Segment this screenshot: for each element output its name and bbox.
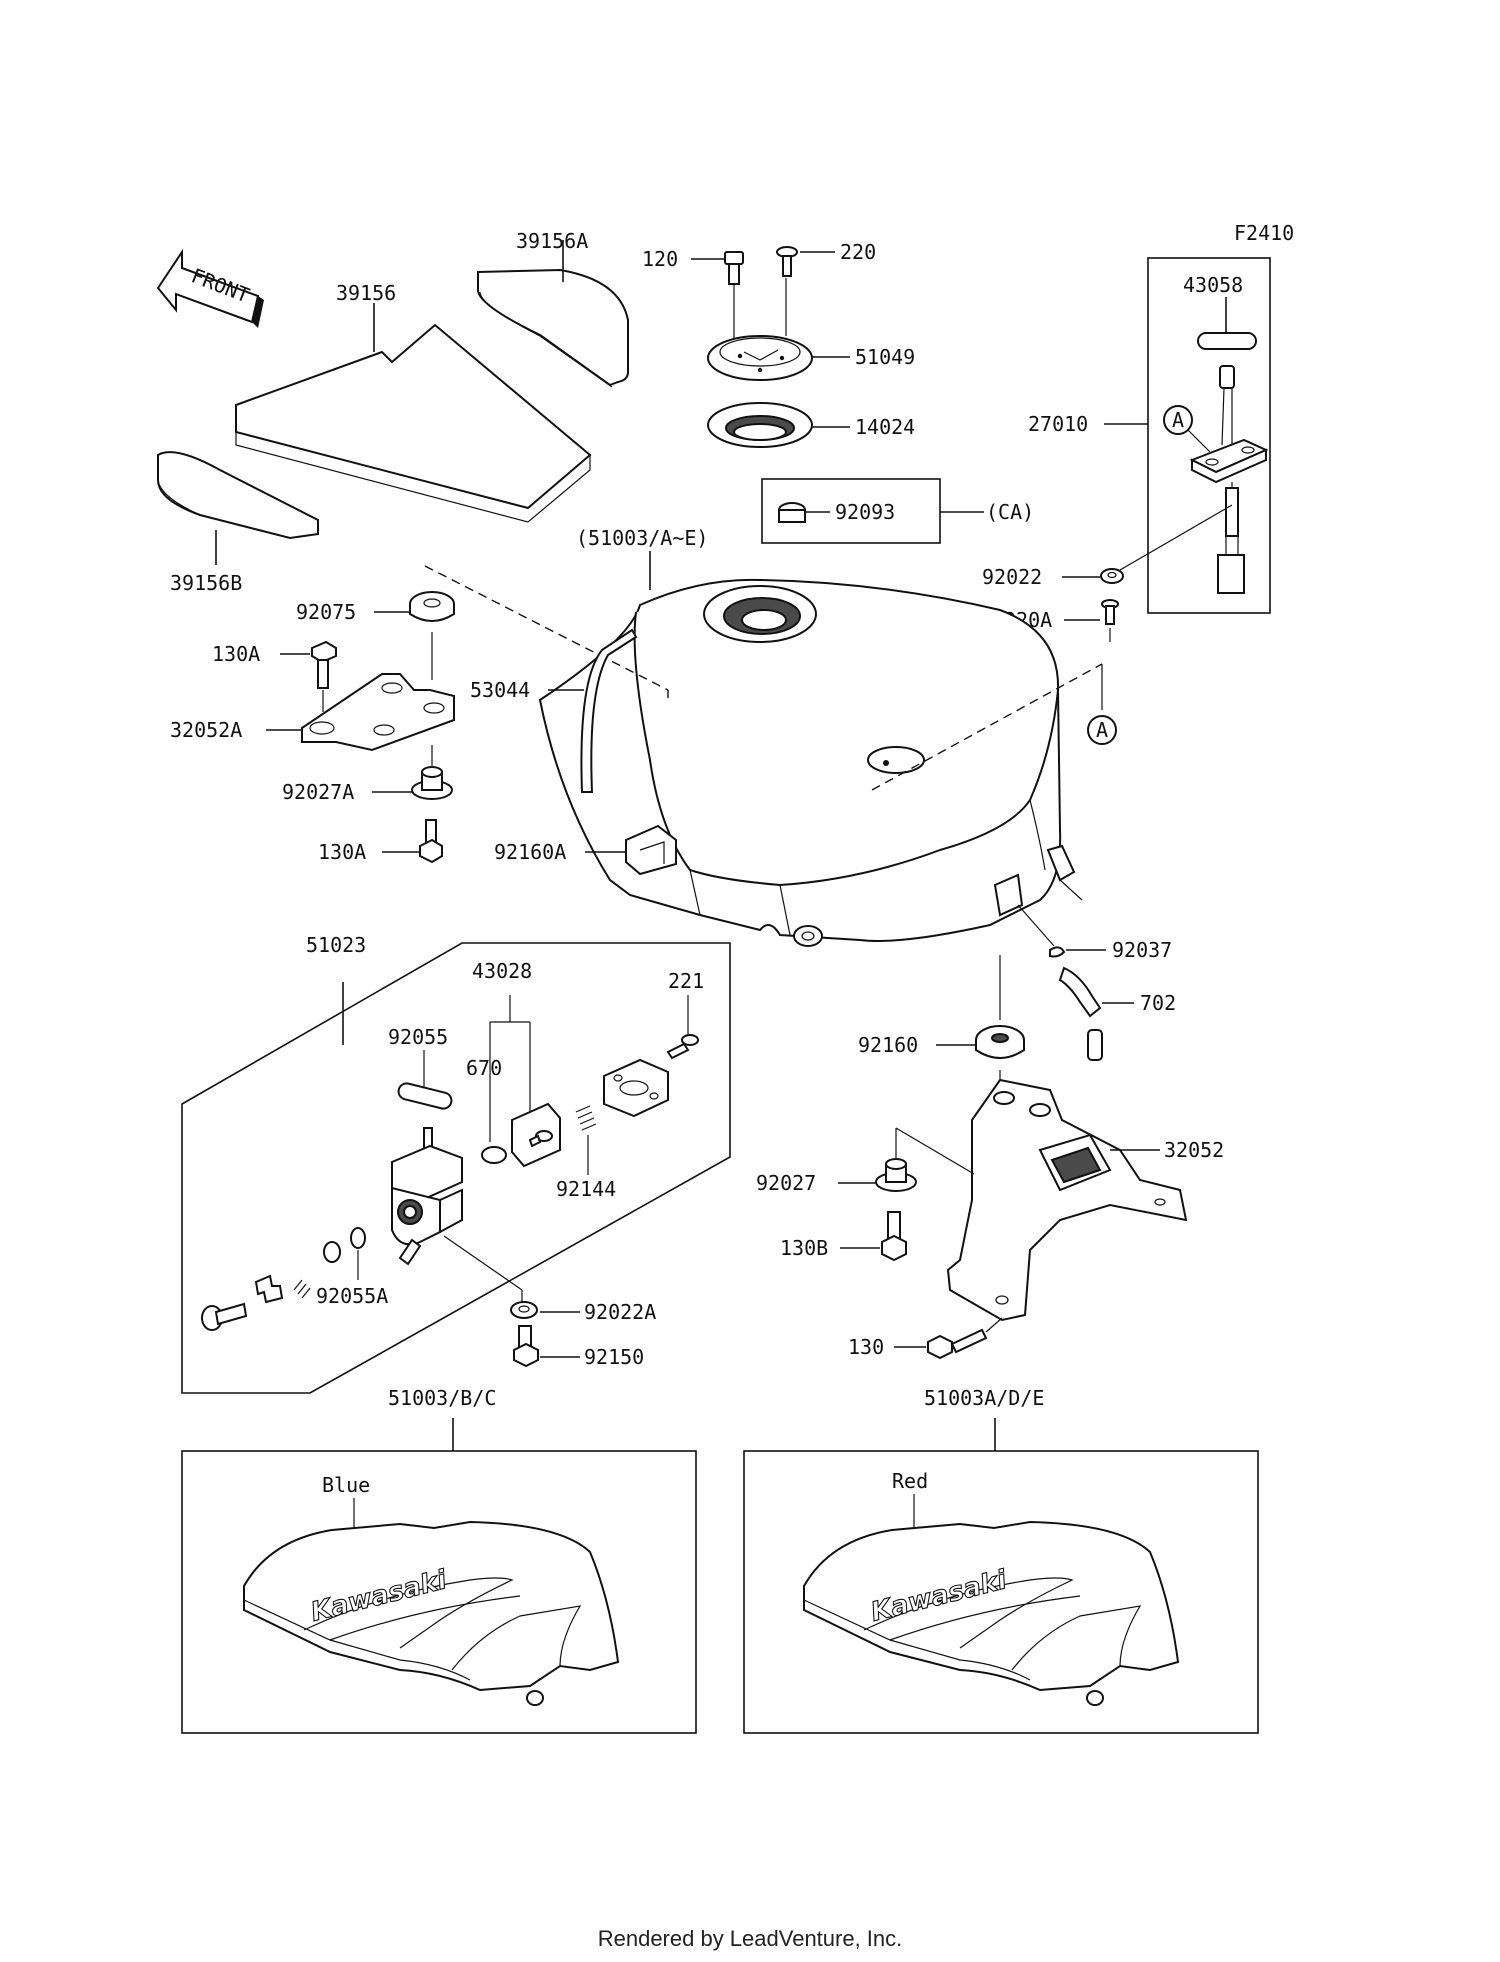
collar-92027 (875, 1158, 917, 1192)
label-92160: 92160 (858, 1033, 918, 1057)
box-51023 (181, 942, 731, 1394)
bolt-130 (927, 1328, 988, 1360)
bolt-130B (881, 1211, 907, 1262)
variant-box-red (743, 1450, 1259, 1734)
variant-box-blue (181, 1450, 697, 1734)
callout-A-sender: A (1172, 408, 1184, 432)
ref-line-92075 (424, 565, 669, 691)
label-221: 221 (668, 969, 704, 993)
label-51049: 51049 (855, 345, 915, 369)
diagram-code: F2410 (1234, 221, 1294, 245)
fuel-cock-body (391, 1127, 463, 1266)
label-43058: 43058 (1183, 273, 1243, 297)
label-92027: 92027 (756, 1171, 816, 1195)
ref-line-A (871, 663, 1103, 791)
box-27010 (1147, 257, 1271, 614)
cap-51049 (707, 335, 813, 381)
callout-CA: (CA) (986, 500, 1034, 524)
label-51023: 51023 (306, 933, 366, 957)
bracket-32052A (301, 673, 455, 752)
hose-53044 (580, 628, 638, 793)
clip-92037 (1049, 946, 1066, 958)
grommet-92075 (409, 591, 455, 622)
pad-39156 (235, 323, 592, 523)
label-32052: 32052 (1164, 1138, 1224, 1162)
screw-220A (1101, 599, 1119, 625)
label-27010: 27010 (1028, 412, 1088, 436)
label-51003A-D-E: 51003A/D/E (924, 1386, 1044, 1410)
label-32052A: 32052A (170, 718, 242, 742)
fuel-tank-51003 (538, 578, 1083, 947)
gasket-14024 (707, 402, 813, 448)
label-92022A: 92022A (584, 1300, 656, 1324)
label-130A-bottom: 130A (318, 840, 366, 864)
label-92022: 92022 (982, 565, 1042, 589)
box-92093 (761, 478, 941, 544)
pad-39156A (477, 268, 629, 388)
variant-label-blue: Blue (322, 1473, 370, 1497)
o-ring-670 (481, 1146, 507, 1164)
diaphragm-43028 (511, 1102, 561, 1168)
label-92027A: 92027A (282, 780, 354, 804)
label-53044: 53044 (470, 678, 530, 702)
label-92093: 92093 (835, 500, 895, 524)
gasket-92055 (397, 1082, 453, 1110)
spring-92144 (575, 1105, 597, 1131)
variant-label-red: Red (892, 1469, 928, 1493)
screw-220 (776, 246, 798, 277)
hose-702 (1058, 966, 1103, 1061)
pad-39156B (157, 451, 319, 540)
washer-92022A (510, 1301, 538, 1319)
label-92055A: 92055A (316, 1284, 388, 1308)
grommet-92160 (975, 1025, 1025, 1059)
label-51003-B-C: 51003/B/C (388, 1386, 496, 1410)
callout-A-tank: A (1096, 718, 1108, 742)
collar-92027A (411, 766, 453, 800)
bolt-130A-bottom (419, 819, 443, 864)
cap-92093 (778, 502, 806, 523)
label-43028: 43028 (472, 959, 532, 983)
bolt-120 (724, 251, 744, 285)
tank-decal-red: Kawasaki (803, 1520, 1180, 1706)
damper-92160A (625, 824, 677, 876)
label-120: 120 (642, 247, 678, 271)
bolt-92150 (513, 1325, 539, 1368)
label-39156A: 39156A (516, 229, 588, 253)
sender-27010 (1189, 365, 1269, 594)
footer-credit: Rendered by LeadVenture, Inc. (597, 1926, 903, 1951)
label-92144: 92144 (556, 1177, 616, 1201)
label-51003-A-E: (51003/A~E) (576, 526, 708, 550)
label-92037: 92037 (1112, 938, 1172, 962)
gasket-43058 (1197, 332, 1257, 350)
label-130B: 130B (780, 1236, 828, 1260)
bracket-32052 (946, 1078, 1188, 1322)
label-92160A: 92160A (494, 840, 566, 864)
label-702: 702 (1140, 991, 1176, 1015)
label-130A-top: 130A (212, 642, 260, 666)
label-220: 220 (840, 240, 876, 264)
label-39156: 39156 (336, 281, 396, 305)
label-130: 130 (848, 1335, 884, 1359)
label-92075: 92075 (296, 600, 356, 624)
washer-92022 (1100, 568, 1124, 584)
bolt-130A-top (311, 640, 337, 689)
cover-43028 (603, 1058, 669, 1118)
front-direction-arrow: FRONT (156, 248, 264, 328)
label-92055: 92055 (388, 1025, 448, 1049)
label-670: 670 (466, 1056, 502, 1080)
label-92150: 92150 (584, 1345, 644, 1369)
screw-221 (666, 1034, 699, 1060)
valve-parts (201, 1227, 366, 1331)
tank-decal-blue: Kawasaki (243, 1520, 620, 1706)
label-14024: 14024 (855, 415, 915, 439)
label-39156B: 39156B (170, 571, 242, 595)
